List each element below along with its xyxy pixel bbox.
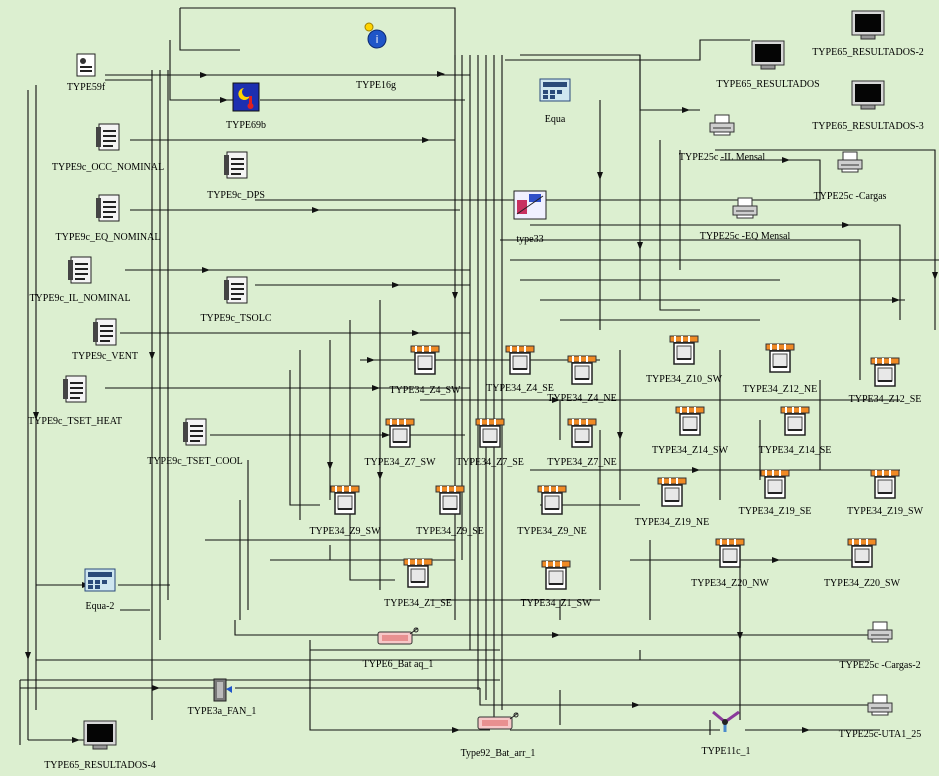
window-overhang-icon[interactable] [846, 537, 878, 574]
component-label: TYPE9c_TSET_COOL [147, 456, 243, 467]
component-label: TYPE34_Z19_SE [738, 506, 812, 517]
window-overhang-icon[interactable] [566, 417, 598, 454]
data-reader-icon[interactable] [92, 317, 118, 352]
component-label: TYPE34_Z20_NW [691, 578, 769, 589]
component-label: Equa-2 [85, 601, 115, 612]
component-label: Type92_Bat_arr_1 [460, 748, 536, 759]
heater-icon[interactable] [376, 626, 420, 653]
component-label: TYPE69b [226, 120, 266, 131]
data-reader-icon[interactable] [223, 275, 249, 310]
component-label: Equa [544, 114, 566, 125]
data-reader-icon[interactable] [223, 150, 249, 185]
component-label: TYPE34_Z1_SW [520, 598, 592, 609]
component-label: TYPE65_RESULTADOS-4 [44, 760, 156, 771]
window-overhang-icon[interactable] [474, 417, 506, 454]
component-label: TYPE65_RESULTADOS-2 [812, 47, 924, 58]
component-label: TYPE25c -Cargas [813, 191, 887, 202]
component-label: TYPE25c -IL Mensal [678, 152, 766, 163]
window-overhang-icon[interactable] [764, 342, 796, 379]
component-label: TYPE34_Z4_SE [486, 383, 554, 394]
heater-icon[interactable] [476, 711, 520, 738]
window-overhang-icon[interactable] [869, 356, 901, 393]
component-label: TYPE9c_DPS [207, 190, 265, 201]
component-label: TYPE9c_VENT [71, 351, 139, 362]
diverter-icon[interactable] [711, 710, 741, 739]
component-label: TYPE34_Z7_NE [547, 457, 617, 468]
component-label: TYPE65_RESULTADOS [716, 79, 820, 90]
component-label: TYPE34_Z14_SE [758, 445, 832, 456]
psychrometrics-icon[interactable] [513, 190, 547, 225]
radiation-processor-icon[interactable]: i [361, 21, 391, 54]
monitor-icon[interactable] [751, 40, 785, 75]
monitor-icon[interactable] [851, 80, 885, 115]
component-label: TYPE25c -Cargas-2 [839, 660, 921, 671]
printer-icon[interactable] [732, 197, 758, 224]
component-label: TYPE9c_IL_NOMINAL [29, 293, 131, 304]
component-label: TYPE34_Z4_NE [547, 393, 617, 404]
component-label: TYPE34_Z19_SW [846, 506, 924, 517]
window-overhang-icon[interactable] [329, 484, 361, 521]
reader-icon[interactable] [75, 53, 97, 82]
component-label: TYPE34_Z9_SE [416, 526, 484, 537]
data-reader-icon[interactable] [67, 255, 93, 290]
window-overhang-icon[interactable] [779, 405, 811, 442]
printer-icon[interactable] [867, 694, 893, 721]
equation-icon[interactable] [539, 78, 571, 107]
component-label: TYPE34_Z4_SW [389, 385, 461, 396]
window-overhang-icon[interactable] [434, 484, 466, 521]
printer-icon[interactable] [837, 151, 863, 178]
component-label: TYPE6_Bat aq_1 [362, 659, 434, 670]
component-label: TYPE9c_OCC_NOMINAL [51, 162, 165, 173]
window-overhang-icon[interactable] [714, 537, 746, 574]
component-label: TYPE25c-UTA1_25 [838, 729, 922, 740]
window-overhang-icon[interactable] [409, 344, 441, 381]
printer-icon[interactable] [709, 114, 735, 141]
monitor-icon[interactable] [851, 10, 885, 45]
component-label: TYPE16g [356, 80, 396, 91]
monitor-icon[interactable] [83, 720, 117, 755]
svg-text:i: i [375, 33, 378, 46]
window-overhang-icon[interactable] [566, 354, 598, 391]
data-reader-icon[interactable] [62, 374, 88, 409]
component-label: TYPE34_Z9_SW [309, 526, 381, 537]
printer-icon[interactable] [867, 621, 893, 648]
window-overhang-icon[interactable] [674, 405, 706, 442]
window-overhang-icon[interactable] [384, 417, 416, 454]
component-label: TYPE34_Z7_SE [456, 457, 524, 468]
component-label: TYPE25c -EQ Mensal [699, 231, 791, 242]
component-label: TYPE34_Z9_NE [517, 526, 587, 537]
window-overhang-icon[interactable] [536, 484, 568, 521]
window-overhang-icon[interactable] [759, 468, 791, 505]
component-label: TYPE9c_TSOLC [200, 313, 272, 324]
window-overhang-icon[interactable] [504, 344, 536, 381]
data-reader-icon[interactable] [95, 193, 121, 228]
fan-icon[interactable] [211, 677, 233, 708]
window-overhang-icon[interactable] [869, 468, 901, 505]
component-label: TYPE34_Z12_SE [848, 394, 922, 405]
component-label: TYPE3a_FAN_1 [187, 706, 257, 717]
window-overhang-icon[interactable] [656, 476, 688, 513]
component-label: TYPE65_RESULTADOS-3 [812, 121, 924, 132]
window-overhang-icon[interactable] [668, 334, 700, 371]
component-label: TYPE34_Z19_NE [634, 517, 710, 528]
component-label: TYPE11c_1 [701, 746, 751, 757]
component-label: TYPE34_Z12_NE [742, 384, 818, 395]
component-label: type33 [516, 234, 544, 245]
component-label: TYPE34_Z14_SW [651, 445, 729, 456]
component-label: TYPE34_Z7_SW [364, 457, 436, 468]
component-label: TYPE9c_TSET_HEAT [28, 416, 122, 427]
equation-icon[interactable] [84, 568, 116, 597]
component-label: TYPE34_Z1_SE [384, 598, 452, 609]
component-label: TYPE34_Z10_SW [645, 374, 723, 385]
sky-temperature-icon[interactable] [232, 82, 260, 117]
component-label: TYPE9c_EQ_NOMINAL [55, 232, 161, 243]
window-overhang-icon[interactable] [540, 559, 572, 596]
component-label: TYPE34_Z20_SW [823, 578, 901, 589]
window-overhang-icon[interactable] [402, 557, 434, 594]
data-reader-icon[interactable] [95, 122, 121, 157]
data-reader-icon[interactable] [182, 417, 208, 452]
component-label: TYPE59f [66, 82, 106, 93]
